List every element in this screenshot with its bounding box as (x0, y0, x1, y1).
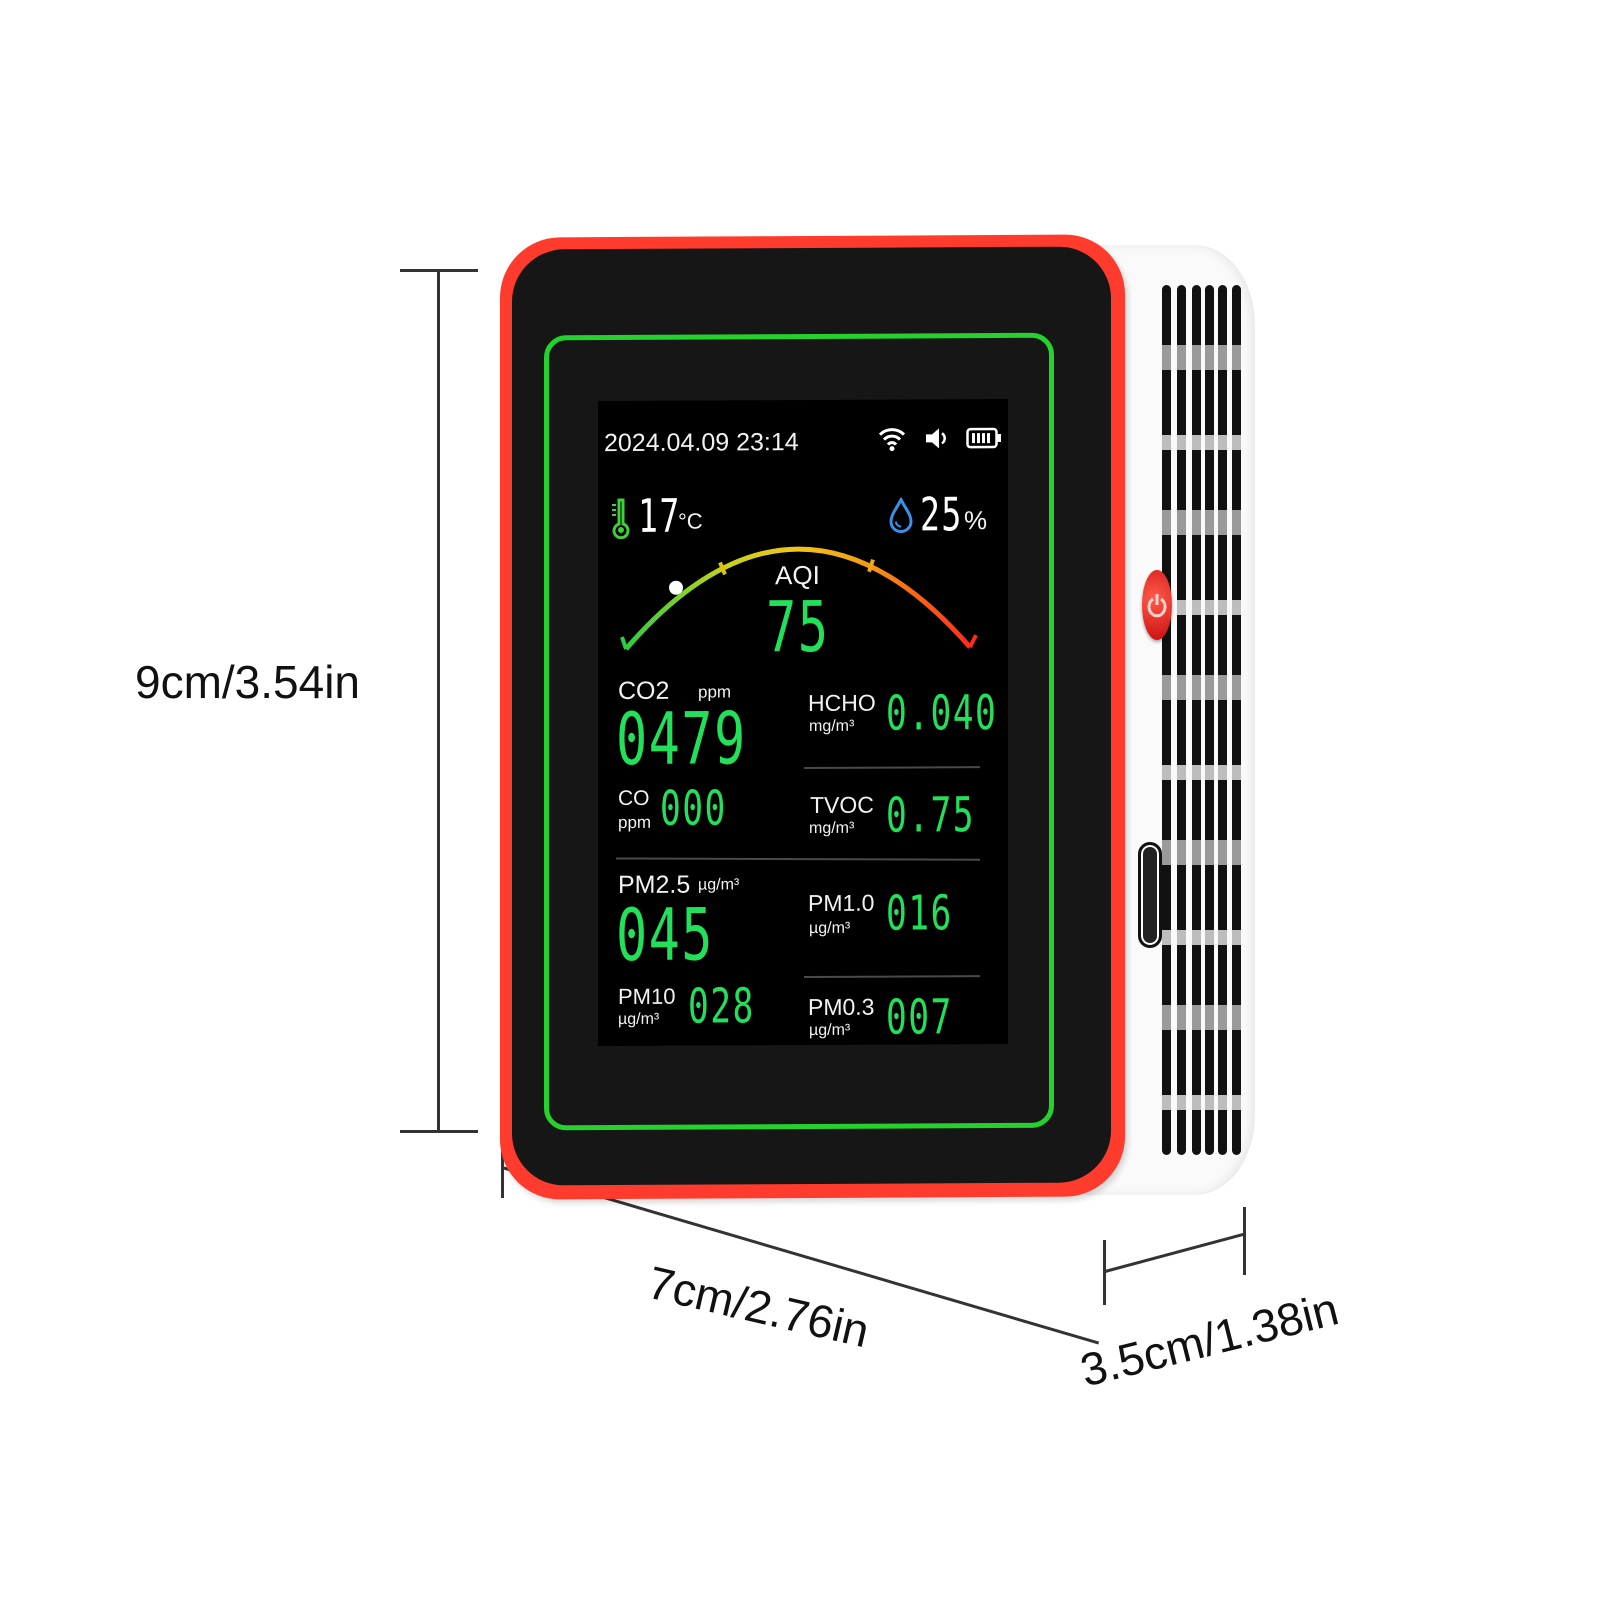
co-unit: ppm (618, 812, 652, 833)
vent-slot (1205, 285, 1214, 1155)
pm10-unit: µg/m³ (618, 1010, 660, 1029)
vent-slot (1232, 285, 1241, 1155)
pm1-value: 016 (886, 885, 953, 942)
tvoc-label: TVOC (810, 791, 874, 819)
aqi-value: 75 (766, 585, 830, 669)
height-dim-bottom-tick (400, 1130, 478, 1133)
power-button[interactable] (1142, 570, 1172, 640)
device-face: 2024.04.09 23:14 (512, 246, 1111, 1186)
pm10-label: PM10 (618, 983, 676, 1010)
usb-c-port (1138, 842, 1162, 948)
speaker-icon (926, 428, 946, 449)
vent-slot (1192, 285, 1201, 1155)
height-label: 9cm/3.54in (135, 656, 361, 708)
divider (615, 857, 981, 861)
vent-slot (1177, 285, 1186, 1155)
vent-slot (1162, 285, 1171, 1155)
depth-label: 3.5cm/1.38in (1075, 1282, 1344, 1397)
divider (804, 975, 980, 979)
tvoc-value: 0.75 (886, 787, 975, 844)
pm1-unit: µg/m³ (809, 919, 851, 938)
width-dim-left-tick (501, 1133, 504, 1198)
pm03-label: PM0.3 (808, 993, 875, 1021)
pm1-label: PM1.0 (808, 889, 875, 917)
pm03-unit: µg/m³ (809, 1021, 851, 1040)
divider (804, 766, 980, 770)
humidity-drop-icon (889, 497, 913, 534)
device-frame: 2024.04.09 23:14 (500, 234, 1125, 1200)
co2-value: 0479 (616, 696, 747, 782)
aqi-gauge (620, 546, 978, 651)
pm03-value: 007 (886, 989, 953, 1046)
pm25-value: 045 (616, 892, 714, 978)
hcho-label: HCHO (808, 689, 876, 717)
power-icon (1147, 594, 1167, 618)
datetime: 2024.04.09 23:14 (604, 428, 799, 458)
vent-slot (1218, 285, 1227, 1155)
tvoc-unit: mg/m³ (809, 819, 855, 838)
width-dim-right-tick (1103, 1240, 1106, 1305)
height-dim-line (437, 270, 440, 1132)
hcho-value: 0.040 (886, 685, 998, 742)
pm10-value: 028 (688, 978, 755, 1035)
co-value: 000 (660, 780, 727, 837)
width-label: 7cm/2.76in (643, 1255, 875, 1358)
depth-dim-line (1104, 1232, 1246, 1273)
wifi-icon (878, 428, 906, 452)
depth-dim-right-tick (1243, 1207, 1246, 1275)
battery-icon (966, 427, 1001, 449)
lcd-screen: 2024.04.09 23:14 (598, 398, 1008, 1047)
hcho-unit: mg/m³ (809, 717, 855, 736)
co-label: CO (618, 786, 650, 811)
thermometer-icon (612, 498, 630, 540)
